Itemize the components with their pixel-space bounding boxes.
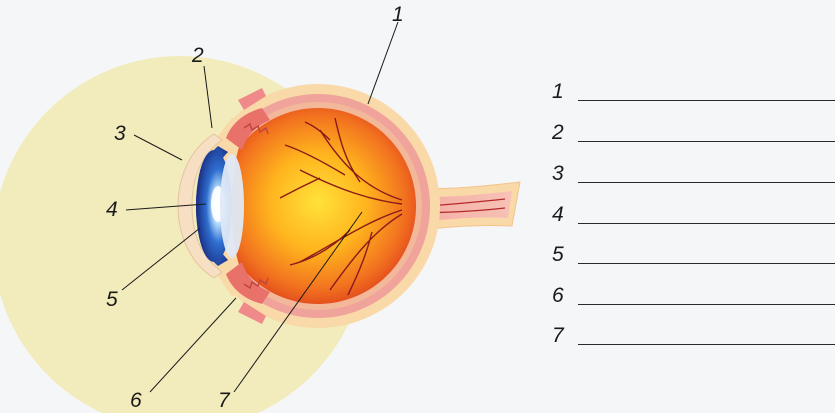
answer-line[interactable]	[578, 303, 835, 305]
callout-7: 7	[218, 389, 231, 412]
answer-row-3: 3	[552, 158, 835, 186]
answer-row-5: 5	[552, 239, 835, 267]
answer-line[interactable]	[578, 140, 835, 142]
answer-label: 4	[552, 203, 578, 227]
answer-line[interactable]	[578, 99, 835, 101]
answer-label: 7	[552, 324, 578, 348]
answer-row-7: 7	[552, 320, 835, 348]
callout-1: 1	[392, 3, 404, 26]
answer-label: 5	[552, 243, 578, 267]
lens	[220, 154, 244, 258]
answer-row-2: 2	[552, 117, 835, 145]
callout-4: 4	[106, 198, 118, 221]
answer-line[interactable]	[578, 181, 835, 183]
callout-3: 3	[114, 122, 126, 145]
callout-6: 6	[130, 389, 142, 412]
answer-row-6: 6	[552, 280, 835, 308]
callout-5: 5	[106, 288, 118, 311]
answer-line[interactable]	[578, 343, 835, 345]
answer-label: 6	[552, 284, 578, 308]
answer-label: 2	[552, 121, 578, 145]
answer-label: 3	[552, 162, 578, 186]
answer-row-4: 4	[552, 199, 835, 227]
answer-label: 1	[552, 80, 578, 104]
answer-row-1: 1	[552, 76, 835, 104]
answer-line[interactable]	[578, 222, 835, 224]
callout-2: 2	[191, 44, 204, 67]
answer-line[interactable]	[578, 262, 835, 264]
